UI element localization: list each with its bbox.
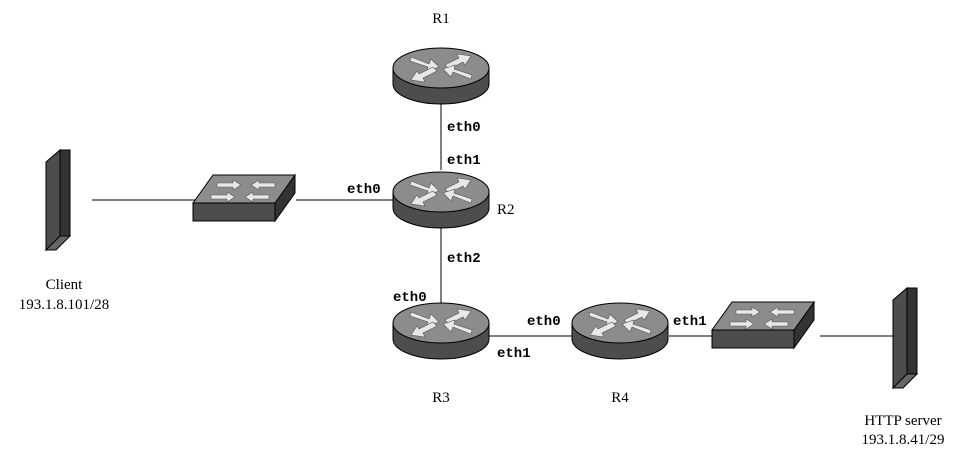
interface-labels: eth0 eth1 eth0 eth2 eth0 eth1 eth0 eth1 — [347, 120, 707, 362]
iface-r2-eth1: eth1 — [447, 153, 481, 169]
host-client: Client 193.1.8.101/28 — [19, 149, 109, 313]
switch-server-side-icon — [711, 301, 815, 349]
router-r4-label: R4 — [611, 390, 629, 406]
client-name: Client — [46, 277, 83, 293]
iface-r2-eth2: eth2 — [447, 251, 481, 267]
iface-r1-eth0: eth0 — [447, 120, 481, 136]
router-r1-label: R1 — [432, 11, 450, 27]
router-r1: R1 — [392, 11, 490, 105]
router-r3: R3 — [392, 302, 490, 406]
router-r3-icon — [392, 302, 490, 360]
links — [92, 88, 895, 337]
router-r4-icon — [571, 302, 669, 360]
server-name: HTTP server — [864, 413, 941, 429]
client-host-icon — [45, 149, 71, 251]
router-r1-icon — [392, 47, 490, 105]
router-r3-label: R3 — [432, 390, 450, 406]
host-server: HTTP server 193.1.8.41/29 — [862, 287, 945, 448]
server-address: 193.1.8.41/29 — [862, 432, 945, 448]
router-r2: R2 — [392, 171, 515, 229]
iface-r4-eth1: eth1 — [673, 314, 707, 330]
iface-r3-eth0: eth0 — [393, 290, 427, 306]
iface-r3-eth1: eth1 — [497, 346, 531, 362]
router-r2-icon — [392, 171, 490, 229]
iface-r4-eth0: eth0 — [527, 314, 561, 330]
iface-r2-eth0: eth0 — [347, 182, 381, 198]
router-r2-label: R2 — [497, 202, 515, 218]
router-r4: R4 — [571, 302, 669, 406]
server-host-icon — [892, 287, 918, 389]
switch-client-side-icon — [192, 174, 296, 222]
client-address: 193.1.8.101/28 — [19, 297, 109, 313]
